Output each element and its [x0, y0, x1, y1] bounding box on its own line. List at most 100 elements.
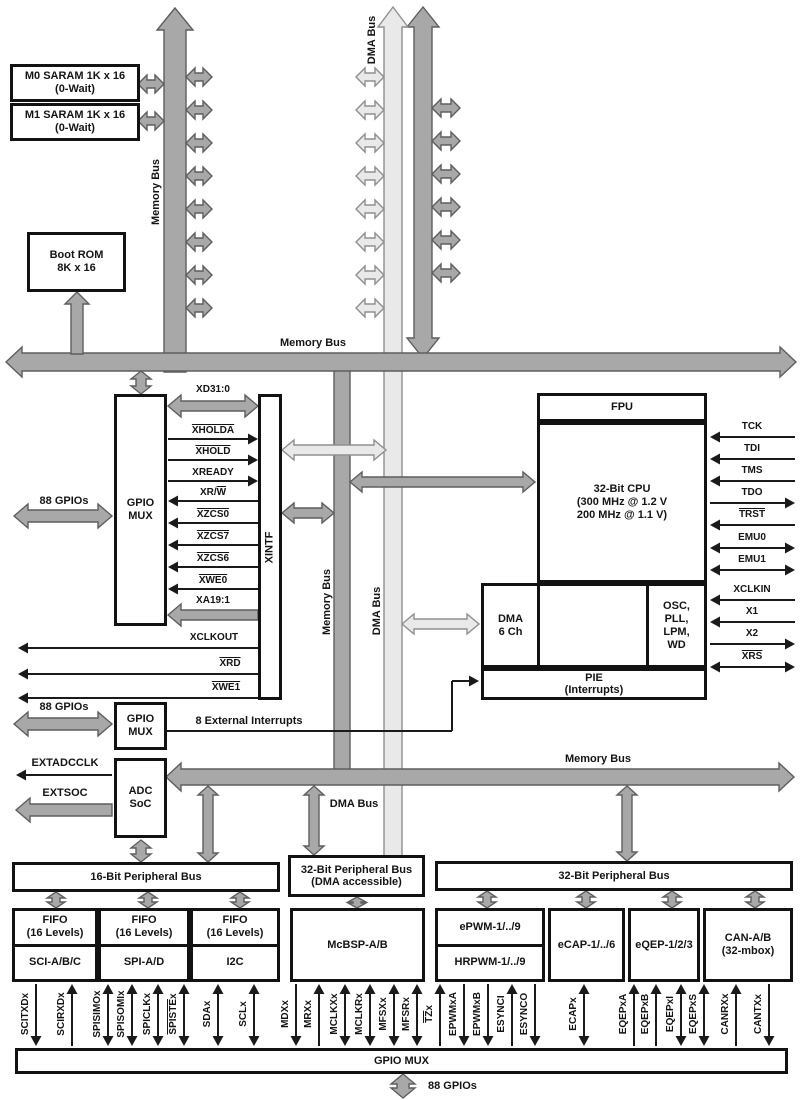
block-label: MUX — [128, 510, 153, 522]
signal-arrowhead — [178, 984, 190, 994]
memory-bus-arrow — [228, 891, 252, 909]
signal-text-overline: XWE0 — [198, 574, 228, 586]
fifo-cell: FIFO (16 Levels) — [101, 911, 187, 947]
memory-bus-arrow — [431, 262, 461, 284]
signal-arrowhead — [248, 1036, 260, 1046]
signal-arrowhead — [18, 668, 28, 680]
signal-label-XWE1: XWE1 — [180, 680, 272, 694]
signal-text: EQEPxS — [687, 993, 699, 1035]
block-label: (DMA accessible) — [311, 876, 402, 888]
block-label: I2C — [226, 956, 244, 969]
signal-label-XCLKIN: XCLKIN — [708, 582, 796, 596]
block-label: 200 MHz @ 1.1 V) — [576, 509, 668, 521]
memory-bus-arrow — [129, 839, 153, 863]
signal-label-XHOLD: XHOLD — [167, 444, 259, 458]
signal-arrowhead — [168, 495, 178, 507]
signal-label-MRXx: MRXx — [301, 982, 315, 1046]
signal-label-XZCS6: XZCS6 — [167, 551, 259, 565]
memory-bus-arrow — [155, 6, 195, 373]
memory-bus-arrow — [164, 761, 796, 793]
block-label: (0-Wait) — [55, 83, 95, 95]
signal-arrowhead — [710, 616, 720, 628]
signal-label-SCITXDx: SCITXDx — [18, 982, 32, 1046]
block-label: GPIO — [126, 713, 155, 725]
block-label: 32-Bit Peripheral Bus — [300, 864, 413, 876]
signal-label-EQEPxS: EQEPxS — [686, 982, 700, 1046]
signal-label-ECAPx: ECAPx — [566, 982, 580, 1046]
block-label: OSC, — [663, 599, 690, 612]
signal-arrowhead — [675, 984, 687, 994]
memory-bus-arrow — [389, 1073, 417, 1099]
signal-text: XCLKOUT — [189, 631, 239, 643]
signal-arrowhead — [30, 1036, 42, 1046]
block-can: CAN-A/B (32-mbox) — [703, 908, 793, 982]
memory-bus-arrow — [574, 890, 598, 909]
block-label: 16-Bit Peripheral Bus — [90, 870, 202, 883]
block-label: McBSP-A/B — [327, 938, 388, 951]
block-label: M0 SARAM 1K x 16 — [24, 70, 126, 82]
extadcclk-label: EXTADCCLK — [31, 756, 99, 769]
memory-bus-label-left-vertical: Memory Bus — [149, 158, 162, 226]
block-label: 8K x 16 — [57, 262, 96, 274]
block-gpio-mux-mid: GPIO MUX — [114, 702, 167, 750]
signal-label-EQEPxI: EQEPxI — [663, 982, 677, 1046]
signal-text: XD31:0 — [196, 383, 230, 395]
signal-text: x — [423, 1005, 435, 1011]
memory-bus-arrow — [12, 710, 114, 738]
signal-arrowhead — [710, 475, 720, 487]
signal-text: SPICLKx — [141, 992, 153, 1036]
signal-text-overline: XZCS0 — [196, 508, 230, 520]
signal-label-EMU0: EMU0 — [708, 530, 796, 544]
signal-arrowhead — [482, 1036, 494, 1046]
signal-arrowhead — [168, 561, 178, 573]
signal-text-overline: XWE1 — [211, 681, 241, 693]
block-label: XINTF — [263, 531, 276, 563]
signal-text: TCK — [741, 420, 763, 432]
dma-bus-label-mid-vertical: DMA Bus — [370, 586, 383, 636]
block-32bit-peripheral-bus-dma: 32-Bit Peripheral Bus (DMA accessible) — [288, 855, 425, 897]
signal-text: EMU0 — [738, 531, 766, 543]
signal-arrowhead — [710, 661, 720, 673]
signal-text: XA19:1 — [196, 594, 230, 606]
gpios88-label-bottom: 88 GPIOs — [428, 1079, 477, 1092]
signal-arrowhead — [248, 433, 258, 445]
signal-label-TDO: TDO — [708, 485, 796, 499]
signal-arrowhead — [18, 692, 28, 704]
signal-label-XR/W: XR/W — [167, 485, 259, 499]
signal-text-overline: XZCS7 — [196, 530, 230, 542]
block-32bit-peripheral-bus: 32-Bit Peripheral Bus — [435, 861, 793, 891]
signal-label-XZCS0: XZCS0 — [167, 507, 259, 521]
signal-text: EQEPxI — [664, 995, 676, 1033]
signal-arrowhead — [339, 1036, 351, 1046]
signal-label-ESYNCI: ESYNCI — [494, 982, 508, 1046]
epwm-cell: ePWM-1/../9 — [438, 911, 542, 947]
block-label: (16 Levels) — [26, 927, 84, 940]
signal-text: SCIRXDx — [55, 992, 67, 1036]
signal-arrowhead — [248, 984, 260, 994]
signal-label-XRS: XRS — [708, 649, 796, 663]
memory-bus-label-mid-vertical: Memory Bus — [320, 568, 333, 636]
signal-arrowhead — [102, 984, 114, 994]
memory-bus-arrow — [431, 163, 461, 185]
block-label: SoC — [129, 798, 152, 810]
block-osc-pll-lpm-wd: OSC, PLL, LPM, WD — [646, 583, 707, 668]
signal-text: X1 — [745, 605, 759, 617]
block-m1-saram: M1 SARAM 1K x 16 (0-Wait) — [10, 103, 140, 141]
memory-bus-arrow — [615, 785, 639, 862]
signal-arrowhead — [469, 675, 479, 687]
signal-label-ESYNCO: ESYNCO — [517, 982, 531, 1046]
memory-bus-arrow — [185, 132, 213, 154]
memory-bus-arrow — [431, 97, 461, 119]
block-dma-6ch: DMA 6 Ch — [481, 583, 540, 668]
signal-text: SCITXDx — [19, 992, 31, 1036]
signal-arrowhead — [313, 984, 325, 994]
signal-label-SPISIMOx: SPISIMOx — [90, 982, 104, 1046]
signal-label-MFSRx: MFSRx — [399, 982, 413, 1046]
signal-arrowhead — [102, 1036, 114, 1046]
gpios88-label-lower: 88 GPIOs — [39, 700, 89, 713]
signal-arrowhead — [785, 661, 795, 673]
signal-text: TDI — [743, 442, 761, 454]
signal-arrowhead — [785, 542, 795, 554]
signal-arrowhead — [339, 984, 351, 994]
